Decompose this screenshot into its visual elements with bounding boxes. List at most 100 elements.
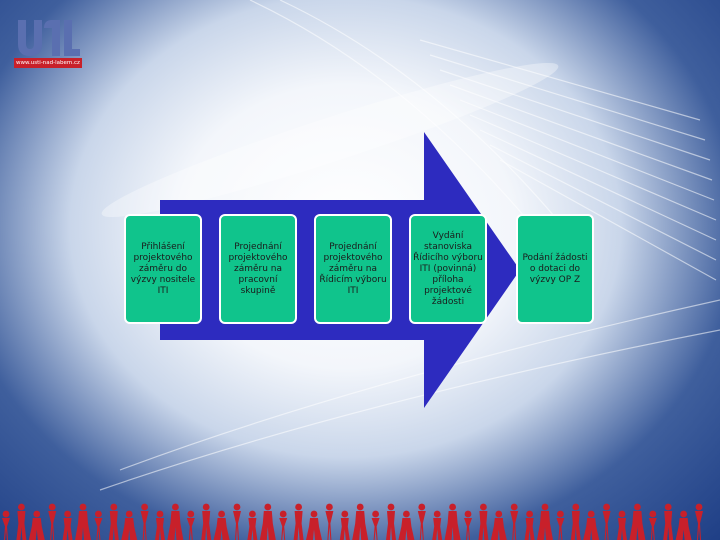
crowd-figure-head <box>680 510 687 518</box>
crowd-figure-head <box>341 510 349 518</box>
crowd-figure-body <box>556 518 565 540</box>
crowd-figure-head <box>649 510 657 518</box>
crowd-figure-body <box>602 511 611 540</box>
logo-url[interactable]: www.usti-nad-labem.cz <box>14 58 82 68</box>
crowd-figure-body <box>386 511 396 540</box>
crowd-figure-head <box>125 510 133 518</box>
crowd-figure-head <box>418 503 426 511</box>
crowd-figure-body <box>121 518 138 540</box>
crowd-figure-head <box>664 503 672 511</box>
crowd-figure-body <box>62 518 73 540</box>
crowd-figure-head <box>587 510 595 518</box>
crowd-figure-head <box>156 510 164 518</box>
crowd-figure-body <box>478 511 489 540</box>
crowd-figure-head <box>264 503 272 511</box>
crowd-figure-head <box>233 503 241 511</box>
crowd-figure-head <box>295 503 302 511</box>
crowd-figure-body <box>259 511 276 540</box>
crowd-figure-head <box>372 510 379 518</box>
crowd-figure-body <box>339 518 350 540</box>
step-label-2: Projednání projektového záměru na pracov… <box>228 241 288 296</box>
crowd-figure-body <box>94 518 103 540</box>
crowd-figure-head <box>634 503 641 511</box>
step-box-4: Vydání stanoviska Řídicího výboru ITI (p… <box>409 214 487 324</box>
crowd-figure-body <box>108 511 119 540</box>
crowd-figure-body <box>432 518 443 540</box>
crowd-figure-head <box>464 510 472 518</box>
step-box-1: Přihlášení projektového záměru do výzvy … <box>124 214 202 324</box>
crowd-figure-head <box>2 510 10 518</box>
crowd-figure-head <box>433 510 441 518</box>
crowd-figure-head <box>310 510 318 518</box>
crowd-figure-head <box>618 510 626 518</box>
crowd-figure-head <box>326 503 333 511</box>
crowd-figure-body <box>648 518 657 540</box>
crowd-figure-head <box>33 510 41 518</box>
crowd-figure-body <box>510 511 519 540</box>
crowd-figure-body <box>16 511 27 540</box>
crowd-figure-head <box>695 503 703 511</box>
crowd-figure-head <box>480 503 487 511</box>
crowd-figure-body <box>663 511 674 540</box>
crowd-figure-head <box>572 503 580 511</box>
crowd-figure-head <box>110 503 118 511</box>
crowd-figure-head <box>79 503 87 511</box>
crowd-figure-head <box>187 510 195 518</box>
crowd-silhouettes <box>2 503 703 540</box>
crowd-figure-body <box>293 511 304 540</box>
crowd-figure-body <box>537 511 553 540</box>
crowd-figure-head <box>526 510 533 518</box>
crowd-figure-body <box>48 511 57 540</box>
crowd-figure-head <box>95 510 102 518</box>
crowd-figure-body <box>583 518 600 540</box>
step-label-3: Projednání projektového záměru na Řídicí… <box>319 241 387 296</box>
crowd-figure-body <box>233 511 241 540</box>
crowd-figure-head <box>510 503 518 511</box>
crowd-figure-body <box>524 518 535 540</box>
crowd-figure-body <box>617 518 627 540</box>
crowd-figure-body <box>629 511 646 540</box>
crowd-figure-head <box>141 503 149 511</box>
crowd-figure-body <box>75 511 91 540</box>
crowd-figure-body <box>490 518 507 540</box>
crowd-figure-head <box>202 503 210 511</box>
step-label-4: Vydání stanoviska Řídicího výboru ITI (p… <box>413 230 483 307</box>
crowd-figure-head <box>387 503 395 511</box>
step-box-2: Projednání projektového záměru na pracov… <box>219 214 297 324</box>
crowd-figure-body <box>325 511 334 540</box>
step-box-5: Podání žádosti o dotaci do výzvy OP Z <box>516 214 594 324</box>
crowd-figure-body <box>155 518 165 540</box>
crowd-figure-body <box>28 518 45 540</box>
crowd-figure-body <box>167 511 184 540</box>
crowd-figure-body <box>2 518 10 540</box>
crowd-figure-body <box>186 518 195 540</box>
crowd-figure-body <box>695 511 703 540</box>
crowd-figure-body <box>352 511 369 540</box>
crowd-figure-head <box>403 510 410 518</box>
crowd-figure-head <box>356 503 364 511</box>
crowd-figure-body <box>213 518 230 540</box>
crowd-figure-head <box>279 510 287 518</box>
crowd-figure-head <box>48 503 56 511</box>
crowd-figure-body <box>570 511 581 540</box>
crowd-figure-body <box>398 518 415 540</box>
crowd-figure-head <box>249 510 256 518</box>
step-label-1: Přihlášení projektového záměru do výzvy … <box>130 241 196 296</box>
city-logo <box>18 20 80 56</box>
crowd-figure-body <box>675 518 692 540</box>
crowd-figure-body <box>201 511 212 540</box>
crowd-figure-head <box>64 510 71 518</box>
step-label-5: Podání žádosti o dotaci do výzvy OP Z <box>522 252 588 285</box>
step-box-3: Projednání projektového záměru na Řídicí… <box>314 214 392 324</box>
crowd-figure-head <box>603 503 610 511</box>
crowd-figure-body <box>371 518 380 540</box>
crowd-figure-head <box>495 510 503 518</box>
crowd-figure-body <box>464 518 472 540</box>
crowd-figure-body <box>417 511 426 540</box>
crowd-figure-body <box>444 511 461 540</box>
crowd-figure-head <box>218 510 226 518</box>
crowd-figure-head <box>172 503 179 511</box>
crowd-figure-head <box>541 503 549 511</box>
